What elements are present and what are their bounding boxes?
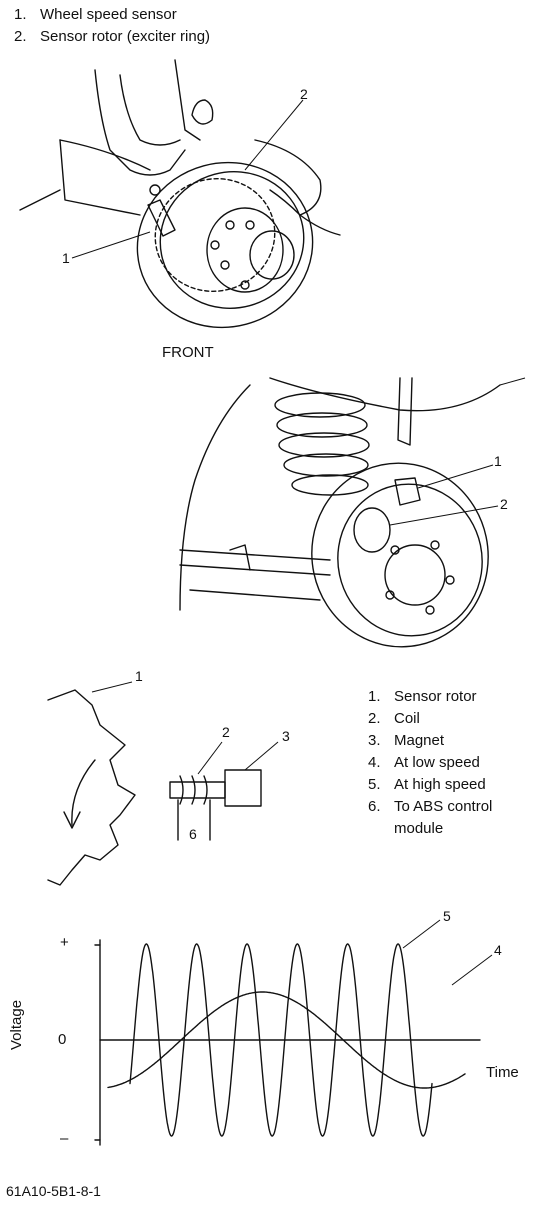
legend-number: 1.	[14, 6, 27, 23]
voltage-chart	[94, 919, 493, 1146]
leader-4	[451, 954, 493, 986]
schematic-callout-2: 2	[222, 724, 230, 740]
top-legend-item-2: 2. Sensor rotor (exciter ring)	[14, 28, 210, 46]
y-axis-label: Voltage	[8, 999, 25, 1050]
chart-callout-5: 5	[443, 908, 451, 924]
legend-number: 5.	[368, 776, 381, 793]
y-tick-zero: 0	[58, 1031, 67, 1048]
schematic-legend-item-6: 6. To ABS control	[368, 798, 492, 816]
top-legend-item-1: 1. Wheel speed sensor	[14, 6, 177, 24]
schematic-legend-item-7: module	[368, 820, 443, 838]
schematic-legend-item-1: 1. Sensor rotor	[368, 688, 477, 706]
legend-label: Wheel speed sensor	[40, 6, 177, 23]
front-callout-2: 2	[300, 86, 308, 102]
legend-label: module	[394, 820, 444, 837]
schematic-legend-item-2: 2. Coil	[368, 710, 420, 728]
front-callout-1: 1	[62, 250, 70, 266]
front-wheel-illustration	[19, 59, 341, 329]
legend-number: 2.	[368, 710, 381, 727]
legend-label: Sensor rotor	[394, 688, 477, 705]
legend-number: 3.	[368, 732, 381, 749]
schematic-callout-3: 3	[282, 728, 290, 744]
sensor-schematic	[47, 681, 279, 886]
y-tick-minus: –	[60, 1130, 69, 1147]
legend-label: Magnet	[394, 732, 445, 749]
leader-5	[402, 919, 441, 949]
figure-code: 61A10-5B1-8-1	[6, 1183, 101, 1199]
series-low-speed-line	[107, 991, 466, 1089]
legend-label: To ABS control	[394, 798, 493, 815]
rear-callout-2: 2	[500, 496, 508, 512]
legend-label: At low speed	[394, 754, 480, 771]
y-tick-plus: +	[60, 934, 69, 951]
legend-label: Coil	[394, 710, 420, 727]
schematic-legend-item-5: 5. At high speed	[368, 776, 486, 794]
schematic-callout-6: 6	[189, 826, 197, 842]
legend-label: Sensor rotor (exciter ring)	[40, 28, 211, 45]
legend-number: 4.	[368, 754, 381, 771]
rear-callout-1: 1	[494, 453, 502, 469]
legend-number: 1.	[368, 688, 381, 705]
schematic-legend-item-4: 4. At low speed	[368, 754, 480, 772]
schematic-legend-item-3: 3. Magnet	[368, 732, 444, 750]
legend-number: 6.	[368, 798, 381, 815]
legend-number: 2.	[14, 28, 27, 45]
legend-label: At high speed	[394, 776, 486, 793]
schematic-callout-1: 1	[135, 668, 143, 684]
chart-callout-4: 4	[494, 942, 502, 958]
rear-wheel-illustration	[179, 377, 526, 648]
series-high-speed-line	[129, 943, 433, 1137]
x-axis-label: Time	[486, 1064, 519, 1081]
front-caption: FRONT	[162, 344, 214, 361]
